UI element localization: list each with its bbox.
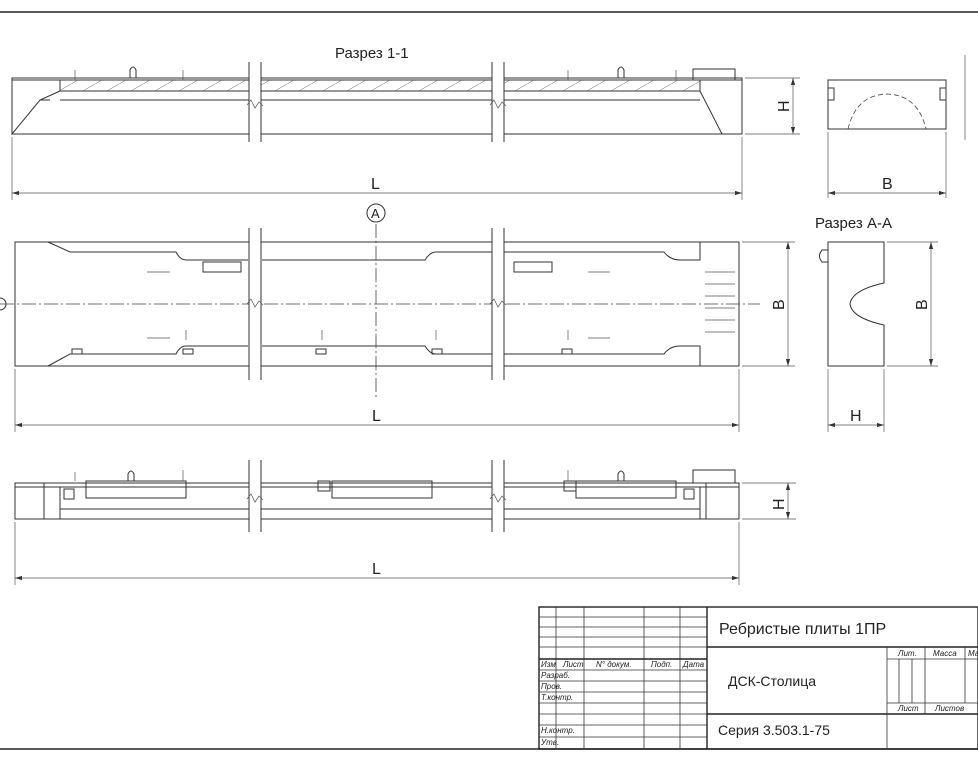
- side-view-length-label: L: [372, 561, 381, 578]
- tb-col-izm: Изм: [541, 660, 556, 669]
- section-1-1-view: Разрез 1-1: [11, 45, 800, 200]
- end-view-width-label: B: [882, 176, 893, 193]
- sheet-frame: [0, 11, 978, 750]
- tb-sheets-label: Листов: [934, 704, 964, 713]
- section-a-a-height-label: H: [850, 408, 862, 425]
- side-view: H L: [14, 460, 796, 585]
- tb-row-developed: Разраб.: [541, 671, 570, 680]
- section-1-1-height-label: H: [776, 100, 793, 112]
- section-1-1-length-label: L: [371, 176, 380, 193]
- tb-product-name: Ребристые плиты 1ПР: [719, 621, 886, 638]
- plan-length-label: L: [372, 408, 381, 425]
- tb-col-list: Лист: [562, 660, 584, 669]
- plan-width-label: B: [771, 299, 788, 310]
- tb-col-date: Дата: [682, 660, 705, 669]
- section-1-1-dimensions: H L: [11, 77, 800, 200]
- tb-sheet-label: Лист: [897, 704, 919, 713]
- section-a-a-width-label: B: [914, 299, 931, 310]
- tb-col-signature: Подп.: [651, 660, 672, 669]
- tb-col-doc-no: N° докум.: [596, 660, 632, 669]
- side-view-height-label: H: [771, 498, 788, 510]
- end-view: B: [827, 55, 966, 198]
- tb-scale-label: Ма: [968, 649, 978, 658]
- tb-row-checked: Пров.: [541, 682, 562, 691]
- section-a-a-title: Разрез А-А: [815, 215, 892, 232]
- tb-row-norm-control: Н.контр.: [541, 726, 575, 735]
- tb-series: Серия 3.503.1-75: [718, 722, 830, 738]
- section-1-1-title: Разрез 1-1: [335, 45, 409, 62]
- tb-lit-label: Лит.: [897, 649, 917, 658]
- plan-axis-marker: A: [371, 206, 380, 221]
- section-a-a-view: Разрез А-А B H: [815, 215, 938, 432]
- section-1-1-beam: [11, 62, 743, 142]
- plan-view: A B L: [0, 203, 795, 432]
- tb-organization: ДСК-Столица: [728, 673, 816, 689]
- title-block: Изм Лист N° докум. Подп. Дата Разраб. Пр…: [538, 606, 978, 750]
- tb-mass-label: Масса: [933, 649, 957, 658]
- tb-row-approved: Утв.: [540, 738, 559, 747]
- tb-row-tech-control: Т.контр.: [541, 693, 573, 702]
